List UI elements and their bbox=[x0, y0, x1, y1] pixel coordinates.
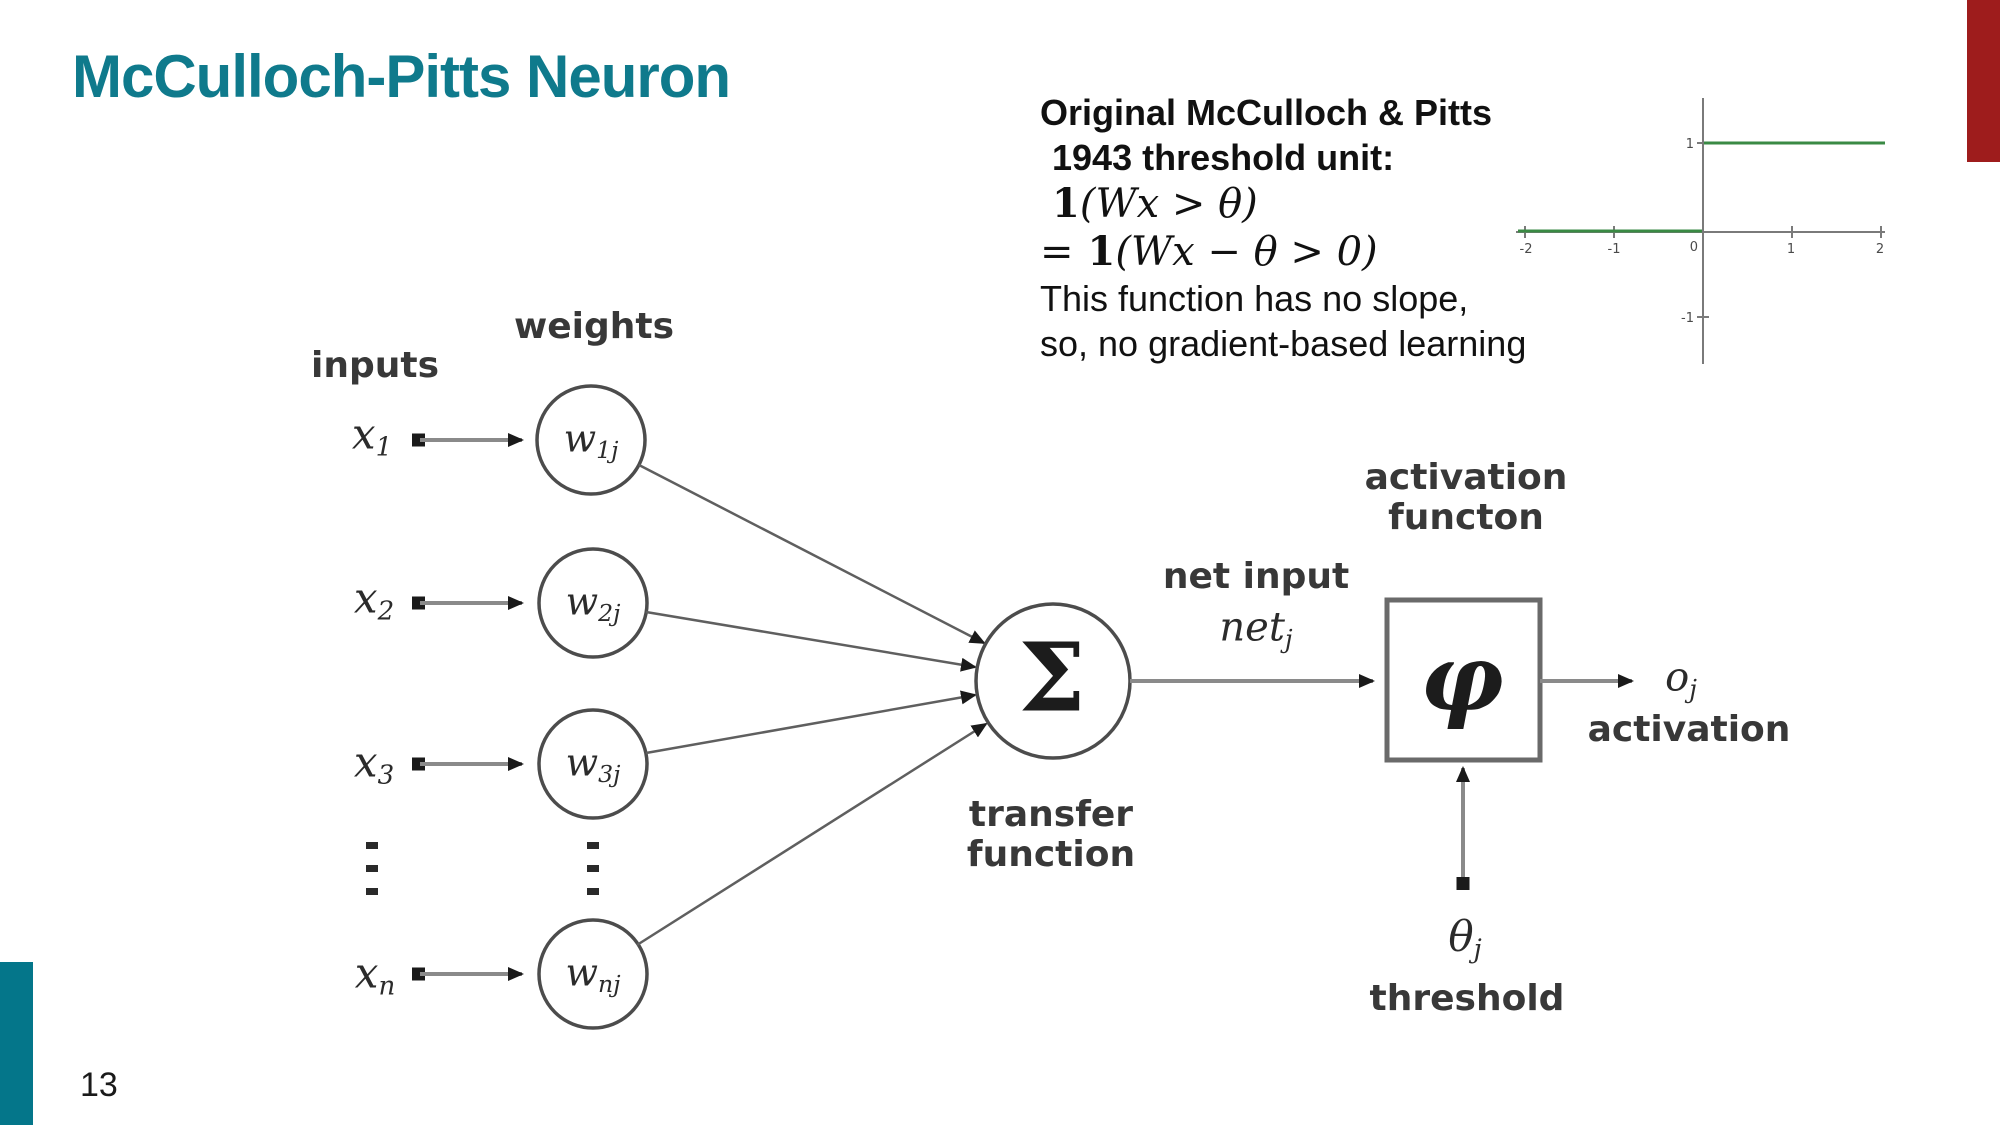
output-activation-label: activation bbox=[1587, 709, 1791, 751]
x-tick-label: 1 bbox=[1787, 242, 1795, 257]
y-tick-label: -1 bbox=[1681, 311, 1694, 326]
x-tick-label: -2 bbox=[1520, 242, 1533, 257]
input-x1-base: x bbox=[351, 409, 376, 459]
weight-node-w1j bbox=[535, 384, 647, 496]
weights-label: weights bbox=[513, 306, 675, 348]
activation-function-label: activation functon bbox=[1365, 458, 1568, 537]
weight-wnj-base: w bbox=[565, 950, 599, 995]
eq1-bold-one: 1 bbox=[1052, 180, 1080, 227]
weight-w3j-sub: 3j bbox=[598, 760, 621, 789]
weight-nodes bbox=[535, 384, 649, 1030]
theta-symbol: θj bbox=[1448, 915, 1482, 965]
threshold-label: threshold bbox=[1369, 978, 1565, 1020]
net-symbol-sub: j bbox=[1284, 624, 1293, 654]
weight-w1j-base: w bbox=[563, 416, 597, 461]
page-number: 13 bbox=[80, 1066, 118, 1104]
input-x3-sub: 3 bbox=[377, 760, 395, 791]
note-line-5: This function has no slope, bbox=[1040, 278, 1469, 319]
y-tick-label: 1 bbox=[1686, 137, 1694, 152]
red-corner-bar bbox=[1967, 0, 2000, 162]
input-x1-sub: 1 bbox=[375, 432, 393, 463]
input-xn-label: xn bbox=[355, 952, 396, 1002]
weight-w1j-sub: 1j bbox=[596, 436, 619, 465]
weight-w2j-sub: 2j bbox=[598, 599, 621, 628]
weight-node-w3j bbox=[537, 708, 649, 820]
eq2-bold-one: 1 bbox=[1087, 228, 1116, 275]
weight-wnj-label: wnj bbox=[566, 953, 621, 996]
input-x3-base: x bbox=[353, 737, 378, 787]
theta-symbol-base: θ bbox=[1448, 911, 1474, 961]
input-x2-label: x2 bbox=[354, 577, 395, 627]
input-xn-base: x bbox=[354, 948, 379, 998]
weight-w1j-label: w1j bbox=[564, 419, 619, 462]
note-equation-1: 1(Wx > θ) bbox=[1040, 180, 1526, 228]
x-tick-label: 2 bbox=[1876, 242, 1884, 257]
sum-symbol: Σ bbox=[1018, 622, 1086, 734]
net-input-label: net input bbox=[1162, 556, 1350, 598]
step-function-graph: -2 -1 0 1 2 1 -1 bbox=[1516, 98, 1885, 364]
transfer-label-line1: transfer bbox=[968, 794, 1134, 835]
net-symbol-base: net bbox=[1219, 604, 1285, 651]
eq1-body: (Wx > θ) bbox=[1079, 181, 1258, 227]
weight-to-sum-connectors bbox=[636, 463, 988, 947]
connector-tail-dot bbox=[412, 596, 425, 610]
transfer-function-label: transfer function bbox=[967, 795, 1135, 874]
input-x2-base: x bbox=[353, 573, 378, 623]
weight-w2j-base: w bbox=[565, 579, 599, 624]
x-tick-label: -1 bbox=[1608, 242, 1621, 257]
note-equation-2: = 1(Wx − θ > 0) bbox=[1040, 228, 1526, 276]
note-block: Original McCulloch & Pitts 1943 threshol… bbox=[1040, 90, 1526, 366]
threshold-tail-dot bbox=[1456, 877, 1470, 890]
teal-corner-bar bbox=[0, 962, 33, 1125]
input-connectors bbox=[412, 433, 524, 981]
output-symbol: oj bbox=[1665, 658, 1697, 703]
phi-symbol: φ bbox=[1420, 624, 1504, 732]
x-tick-label: 0 bbox=[1690, 240, 1698, 255]
connector-tail-dot bbox=[412, 757, 425, 771]
activation-label-line2: functon bbox=[1388, 496, 1544, 538]
weight-w2j-label: w2j bbox=[566, 582, 621, 625]
input-x1-label: x1 bbox=[352, 413, 393, 463]
eq2-body: (Wx − θ > 0) bbox=[1115, 229, 1378, 275]
note-line-6: so, no gradient-based learning bbox=[1040, 323, 1527, 364]
transfer-label-line2: function bbox=[966, 833, 1136, 875]
connector-tail-dot bbox=[412, 433, 425, 447]
weight-wnj-sub: nj bbox=[598, 970, 621, 999]
eq2-equals: = bbox=[1040, 229, 1074, 275]
input-x3-label: x3 bbox=[354, 741, 395, 791]
note-line-2: 1943 threshold unit: bbox=[1052, 137, 1395, 178]
note-line-1: Original McCulloch & Pitts bbox=[1040, 92, 1493, 133]
net-symbol: netj bbox=[1219, 608, 1292, 653]
activation-label-line1: activation bbox=[1364, 457, 1568, 498]
output-symbol-sub: j bbox=[1689, 674, 1697, 704]
page-title: McCulloch-Pitts Neuron bbox=[72, 43, 731, 110]
weight-node-wnj bbox=[537, 918, 649, 1030]
threshold-arrow bbox=[1456, 766, 1470, 890]
ellipsis-dots bbox=[366, 842, 599, 895]
connector-tail-dot bbox=[412, 967, 425, 981]
weight-w3j-label: w3j bbox=[566, 743, 621, 786]
output-symbol-base: o bbox=[1665, 654, 1690, 701]
weight-node-w2j bbox=[537, 547, 649, 659]
input-xn-sub: n bbox=[378, 971, 396, 1002]
theta-symbol-sub: j bbox=[1473, 934, 1482, 965]
input-x2-sub: 2 bbox=[377, 596, 395, 627]
inputs-label: inputs bbox=[310, 345, 440, 387]
weight-w3j-base: w bbox=[565, 740, 599, 785]
